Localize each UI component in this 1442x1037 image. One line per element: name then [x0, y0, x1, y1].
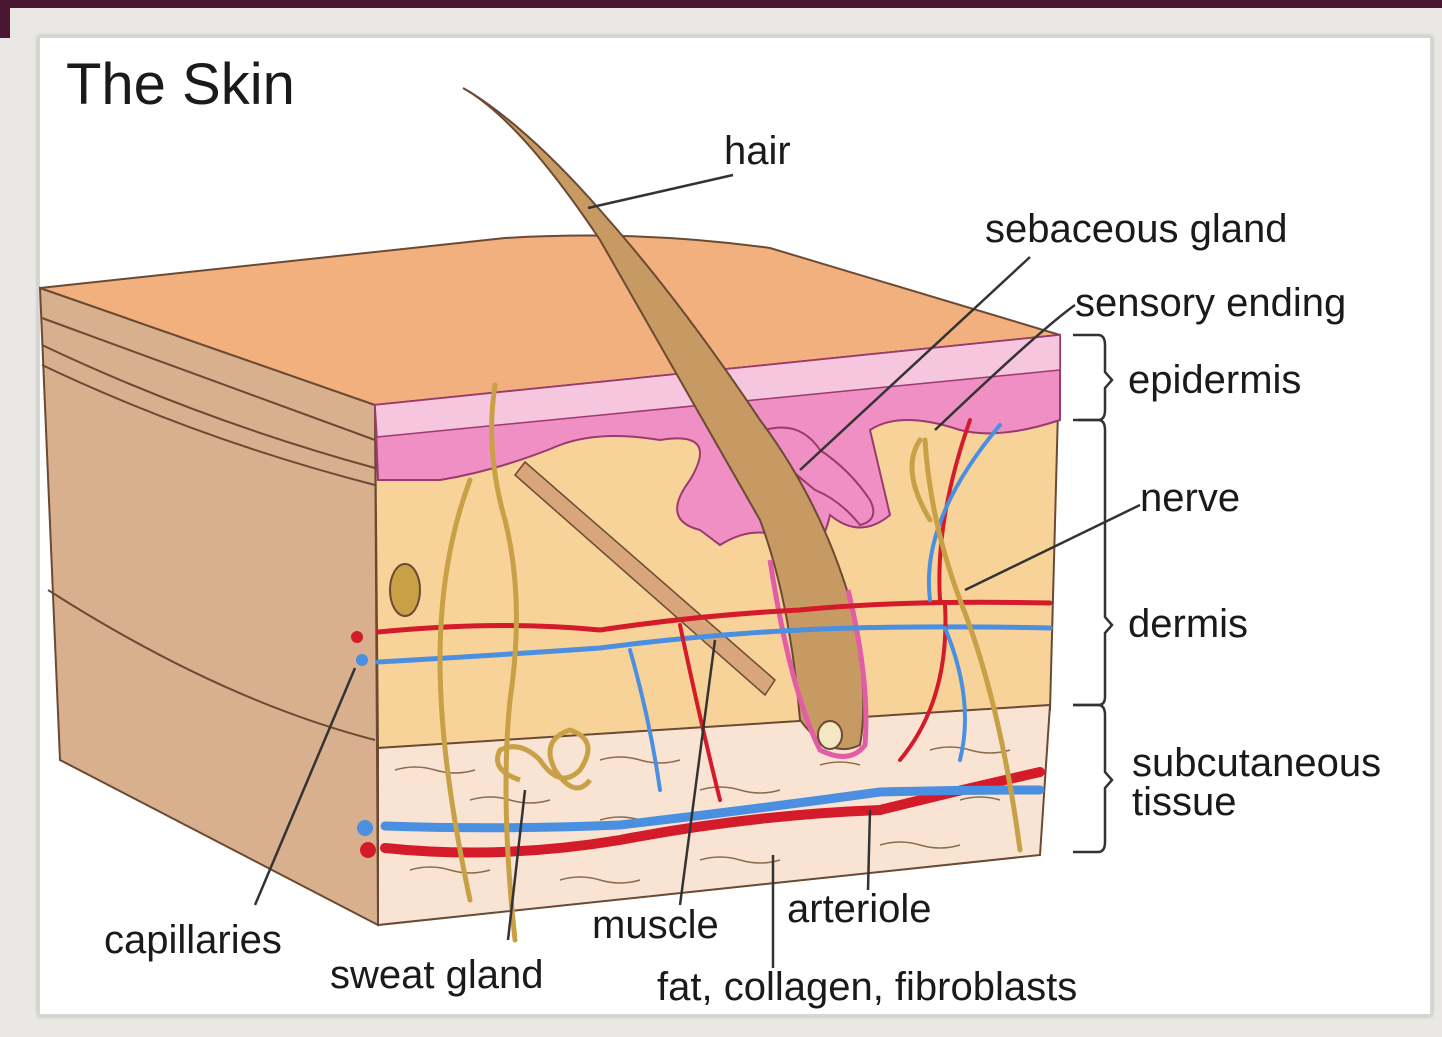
- label-fat-collagen-fibroblasts: fat, collagen, fibroblasts: [657, 965, 1077, 1009]
- label-sweat-gland: sweat gland: [330, 953, 543, 997]
- label-hair: hair: [724, 129, 791, 173]
- label-sebaceous-gland: sebaceous gland: [985, 207, 1287, 251]
- vessel-dot-blue: [357, 820, 373, 836]
- capillary-dot-red: [351, 631, 363, 643]
- label-dermis: dermis: [1128, 602, 1248, 646]
- diagram-title: The Skin: [66, 52, 295, 117]
- label-capillaries: capillaries: [104, 918, 282, 962]
- nerve-ending-oval: [390, 564, 420, 616]
- label-nerve: nerve: [1140, 476, 1240, 520]
- layer-brackets: [1073, 335, 1112, 852]
- label-sensory-ending: sensory ending: [1075, 281, 1346, 325]
- label-muscle: muscle: [592, 903, 719, 947]
- label-tissue: tissue: [1132, 780, 1237, 824]
- hair-bulb: [818, 721, 842, 749]
- label-subcutaneous: subcutaneous: [1132, 741, 1381, 785]
- capillary-dot-blue: [356, 654, 368, 666]
- label-epidermis: epidermis: [1128, 358, 1301, 402]
- vessel-dot-red: [360, 842, 376, 858]
- label-arteriole: arteriole: [787, 887, 932, 931]
